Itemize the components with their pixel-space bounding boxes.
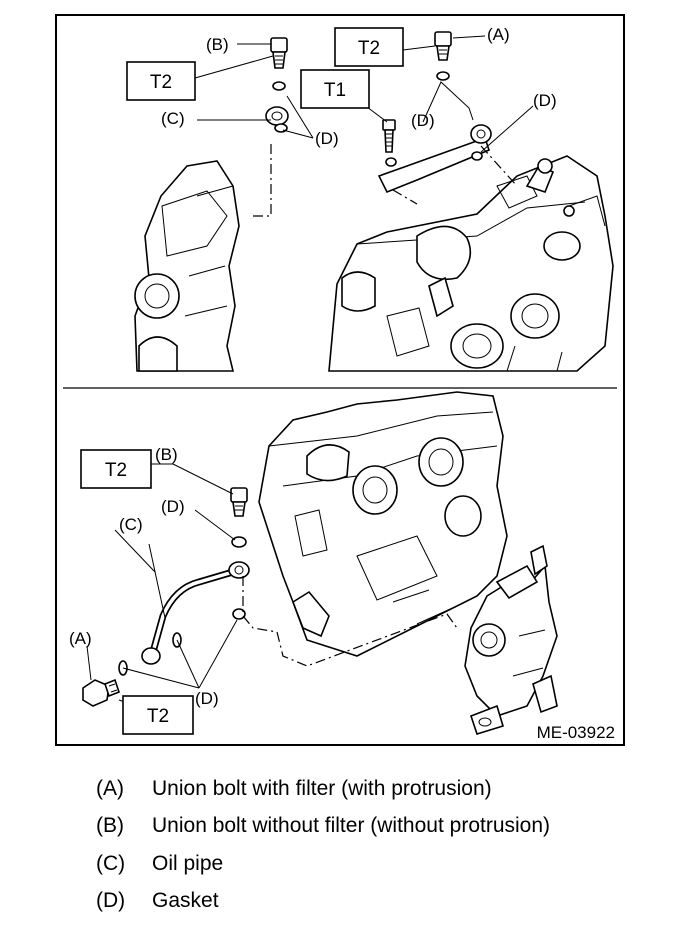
torque-box-t2-bottom-lower — [122, 695, 194, 735]
legend-text: Union bolt with filter (with protrusion) — [152, 776, 492, 800]
bottom-panel: (B) (D) (C) (A) (D) T2 T2 ME-03922 — [69, 391, 615, 742]
union-bolt-a-top — [434, 31, 452, 61]
torque-t2-bottom-lower: T2 — [147, 706, 169, 727]
assembly-line-bottom — [242, 576, 458, 667]
union-bolt-b-top — [270, 37, 288, 69]
diagram-canvas: (B) (A) (C) (D) (D) (D) T2 T2 T1 — [63, 25, 617, 742]
torque-box-t1 — [300, 69, 370, 109]
oil-pipe-top — [252, 106, 518, 226]
callout-c-bottom: (C) — [119, 515, 143, 534]
engine-block — [258, 391, 508, 657]
union-bolt-a-bottom — [82, 678, 120, 707]
legend-text: Union bolt without filter (without protr… — [152, 814, 551, 838]
legend: (A) Union bolt with filter (with protrus… — [96, 770, 656, 920]
legend-key: (C) — [96, 851, 126, 875]
legend-item-b: (B) Union bolt without filter (without p… — [96, 808, 656, 846]
legend-text: Gasket — [152, 889, 219, 913]
exploded-diagram: (B) (A) (C) (D) (D) (D) T2 T2 T1 — [55, 14, 625, 746]
gaskets-top — [272, 71, 483, 167]
legend-key: (B) — [96, 814, 124, 838]
torque-t2-top-right: T2 — [358, 38, 380, 59]
callout-a-top: (A) — [487, 25, 510, 44]
legend-item-d: (D) Gasket — [96, 883, 656, 921]
callout-a-bottom: (A) — [69, 629, 92, 648]
legend-item-c: (C) Oil pipe — [96, 845, 656, 883]
bolt-t1 — [382, 119, 396, 153]
callout-c-top: (C) — [161, 109, 185, 128]
legend-item-a: (A) Union bolt with filter (with protrus… — [96, 770, 656, 808]
torque-t2-bottom-upper: T2 — [105, 460, 127, 481]
torque-box-t2-bottom-upper — [80, 449, 152, 489]
right-cylinder-head — [328, 155, 614, 372]
callout-b-bottom: (B) — [155, 445, 178, 464]
callout-d-top-mid: (D) — [411, 111, 435, 130]
torque-t2-top-left: T2 — [150, 72, 172, 93]
torque-box-t2-top-left — [126, 61, 196, 101]
legend-text: Oil pipe — [152, 851, 224, 875]
left-cylinder-head — [134, 160, 240, 372]
callout-d-bottom-lower: (D) — [195, 689, 219, 708]
callout-b-top: (B) — [206, 35, 229, 54]
callout-d-bottom-upper: (D) — [161, 497, 185, 516]
legend-key: (D) — [96, 889, 126, 913]
oil-pipe-bottom — [141, 561, 250, 665]
figure-id: ME-03922 — [537, 723, 615, 742]
legend-key: (A) — [96, 776, 124, 800]
leaders-bottom — [86, 463, 238, 703]
gaskets-bottom — [118, 536, 247, 676]
oil-pump-assembly — [464, 544, 558, 735]
torque-t1: T1 — [324, 80, 346, 101]
callout-d-top-right: (D) — [533, 91, 557, 110]
union-bolt-b-bottom — [230, 487, 248, 517]
torque-box-t2-top-right — [334, 27, 404, 67]
top-panel: (B) (A) (C) (D) (D) (D) T2 T2 T1 — [126, 25, 614, 372]
callout-d-top-left: (D) — [315, 129, 339, 148]
